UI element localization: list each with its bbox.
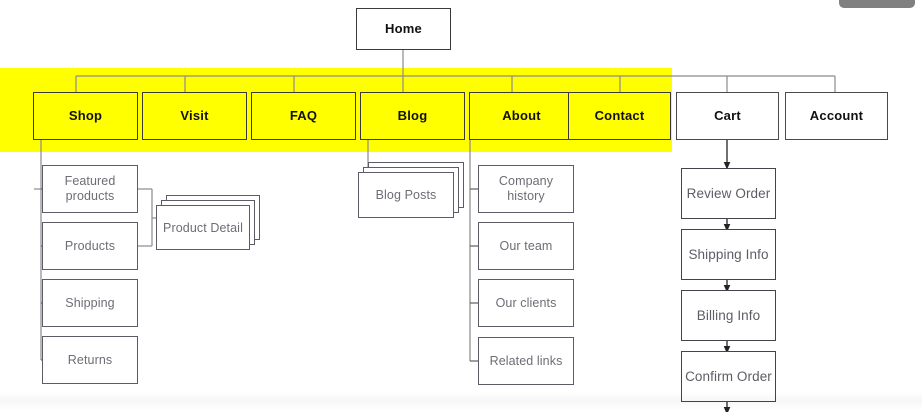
node-visit-label: Visit bbox=[180, 108, 209, 124]
node-blog-posts[interactable]: Blog Posts bbox=[358, 162, 466, 220]
node-review-order[interactable]: Review Order bbox=[681, 168, 776, 219]
node-account-label: Account bbox=[809, 108, 864, 124]
stack-sheet-front: Product Detail bbox=[156, 205, 250, 250]
node-featured-products-label: Featured products bbox=[64, 174, 116, 203]
node-confirm-order-label: Confirm Order bbox=[685, 368, 772, 384]
node-returns-label: Returns bbox=[67, 352, 113, 367]
node-returns[interactable]: Returns bbox=[42, 336, 138, 384]
node-product-detail[interactable]: Product Detail bbox=[156, 195, 260, 250]
page-bottom-shadow bbox=[0, 392, 922, 412]
node-contact-label: Contact bbox=[594, 108, 645, 124]
node-cart-label: Cart bbox=[714, 108, 741, 124]
node-company-history-label: Company history bbox=[498, 174, 554, 203]
node-product-detail-label: Product Detail bbox=[163, 220, 243, 235]
node-shipping-info-label: Shipping Info bbox=[688, 246, 769, 262]
node-review-order-label: Review Order bbox=[686, 185, 771, 201]
node-shipping-label: Shipping bbox=[65, 295, 115, 310]
node-home-label: Home bbox=[385, 21, 422, 37]
node-featured-products[interactable]: Featured products bbox=[42, 165, 138, 213]
node-shop-label: Shop bbox=[68, 108, 103, 124]
node-account[interactable]: Account bbox=[785, 92, 888, 140]
node-related-links-label: Related links bbox=[489, 353, 563, 368]
node-visit[interactable]: Visit bbox=[142, 92, 247, 140]
node-products[interactable]: Products bbox=[42, 222, 138, 270]
node-related-links[interactable]: Related links bbox=[478, 337, 574, 385]
node-billing-info[interactable]: Billing Info bbox=[681, 290, 776, 341]
node-billing-info-label: Billing Info bbox=[696, 307, 761, 323]
node-cart[interactable]: Cart bbox=[676, 92, 779, 140]
node-confirm-order[interactable]: Confirm Order bbox=[681, 351, 776, 402]
node-our-team[interactable]: Our team bbox=[478, 222, 574, 270]
node-our-clients[interactable]: Our clients bbox=[478, 279, 574, 327]
toolbar-pill[interactable] bbox=[839, 0, 915, 8]
node-shipping-info[interactable]: Shipping Info bbox=[681, 229, 776, 280]
node-contact[interactable]: Contact bbox=[568, 92, 671, 140]
node-shop[interactable]: Shop bbox=[33, 92, 138, 140]
node-company-history[interactable]: Company history bbox=[478, 165, 574, 213]
node-our-clients-label: Our clients bbox=[495, 295, 557, 310]
stack-sheet-front: Blog Posts bbox=[358, 172, 454, 218]
node-faq[interactable]: FAQ bbox=[251, 92, 356, 140]
node-blog-label: Blog bbox=[397, 108, 428, 124]
node-our-team-label: Our team bbox=[499, 238, 553, 253]
node-shipping[interactable]: Shipping bbox=[42, 279, 138, 327]
node-faq-label: FAQ bbox=[289, 108, 318, 124]
node-products-label: Products bbox=[64, 238, 116, 253]
node-about-label: About bbox=[502, 108, 541, 124]
node-blog[interactable]: Blog bbox=[360, 92, 465, 140]
node-about[interactable]: About bbox=[469, 92, 574, 140]
node-home[interactable]: Home bbox=[356, 8, 451, 50]
node-blog-posts-label: Blog Posts bbox=[375, 188, 437, 202]
